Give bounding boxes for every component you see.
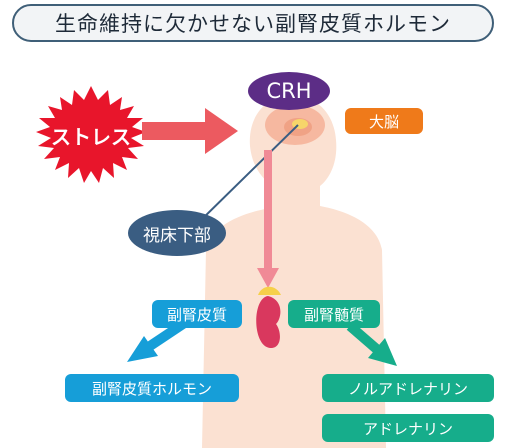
kidney-shape — [256, 296, 281, 349]
adrenaline-label: アドレナリン — [322, 414, 494, 442]
noradrenaline-label: ノルアドレナリン — [322, 374, 494, 402]
adrenal-gland-top — [258, 286, 281, 295]
medulla-arrow-shaft — [346, 322, 384, 356]
medulla-arrow-head — [368, 338, 397, 366]
hypothalamus-pointer-line — [195, 124, 299, 226]
adrenal-medulla-label: 副腎髄質 — [288, 300, 380, 328]
human-body-silhouette — [202, 96, 386, 448]
signal-arrow-head — [257, 268, 279, 288]
signal-arrow-shaft — [264, 150, 272, 272]
stress-burst-shape — [36, 86, 146, 183]
hypothalamus-label: 視床下部 — [128, 210, 226, 256]
adrenal-cortex-label: 副腎皮質 — [152, 300, 242, 328]
stress-label: ストレス — [51, 125, 131, 149]
diagram-title: 生命維持に欠かせない副腎皮質ホルモン — [12, 4, 494, 42]
cortex-arrow-head — [127, 336, 158, 362]
stress-arrow — [142, 108, 238, 154]
brain-label: 大脳 — [345, 108, 423, 134]
cortical-hormone-label: 副腎皮質ホルモン — [65, 374, 239, 402]
crh-label: CRH — [248, 72, 330, 110]
